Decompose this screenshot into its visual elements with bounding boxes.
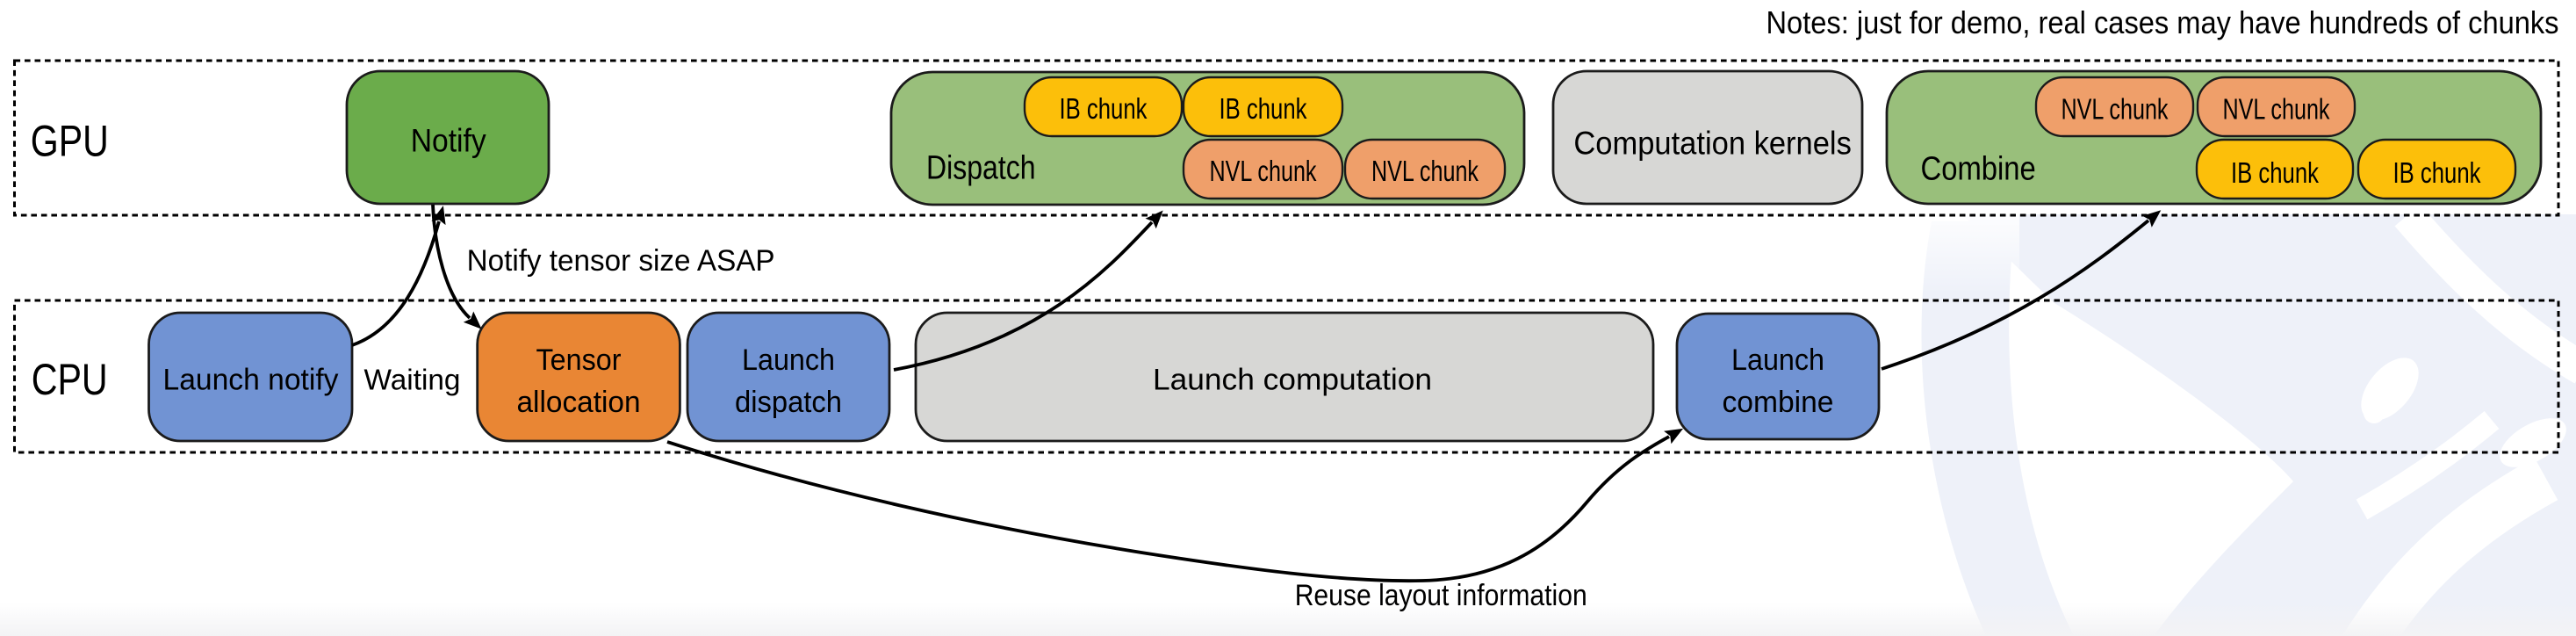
svg-text:NVL chunk: NVL chunk [2223, 94, 2330, 126]
svg-text:Launch computation: Launch computation [1153, 364, 1432, 397]
svg-text:Notes: just for demo, real cas: Notes: just for demo, real cases may hav… [1767, 4, 2559, 40]
svg-text:Launch notify: Launch notify [163, 364, 339, 397]
svg-text:NVL chunk: NVL chunk [1210, 155, 1317, 188]
svg-text:IB chunk: IB chunk [2231, 157, 2319, 190]
svg-text:Combine: Combine [1921, 150, 2036, 187]
svg-text:Reuse layout information: Reuse layout information [1295, 579, 1587, 612]
svg-text:GPU: GPU [31, 117, 109, 166]
svg-text:dispatch: dispatch [735, 386, 842, 419]
svg-text:combine: combine [1723, 386, 1834, 419]
svg-text:NVL chunk: NVL chunk [2062, 94, 2169, 126]
svg-text:IB chunk: IB chunk [1220, 93, 1307, 126]
svg-text:Launch: Launch [742, 343, 835, 377]
svg-text:Launch: Launch [1731, 343, 1824, 377]
svg-text:Notify tensor size ASAP: Notify tensor size ASAP [467, 244, 775, 278]
svg-text:allocation: allocation [517, 386, 641, 419]
svg-text:Computation kernels: Computation kernels [1573, 125, 1852, 162]
svg-text:NVL chunk: NVL chunk [1371, 155, 1479, 188]
svg-text:CPU: CPU [32, 355, 108, 404]
svg-text:Tensor: Tensor [536, 343, 622, 377]
svg-text:Dispatch: Dispatch [926, 150, 1036, 187]
svg-text:Waiting: Waiting [364, 364, 461, 396]
svg-text:IB chunk: IB chunk [2393, 157, 2481, 190]
svg-text:IB chunk: IB chunk [1060, 93, 1148, 126]
svg-text:Notify: Notify [411, 123, 486, 159]
